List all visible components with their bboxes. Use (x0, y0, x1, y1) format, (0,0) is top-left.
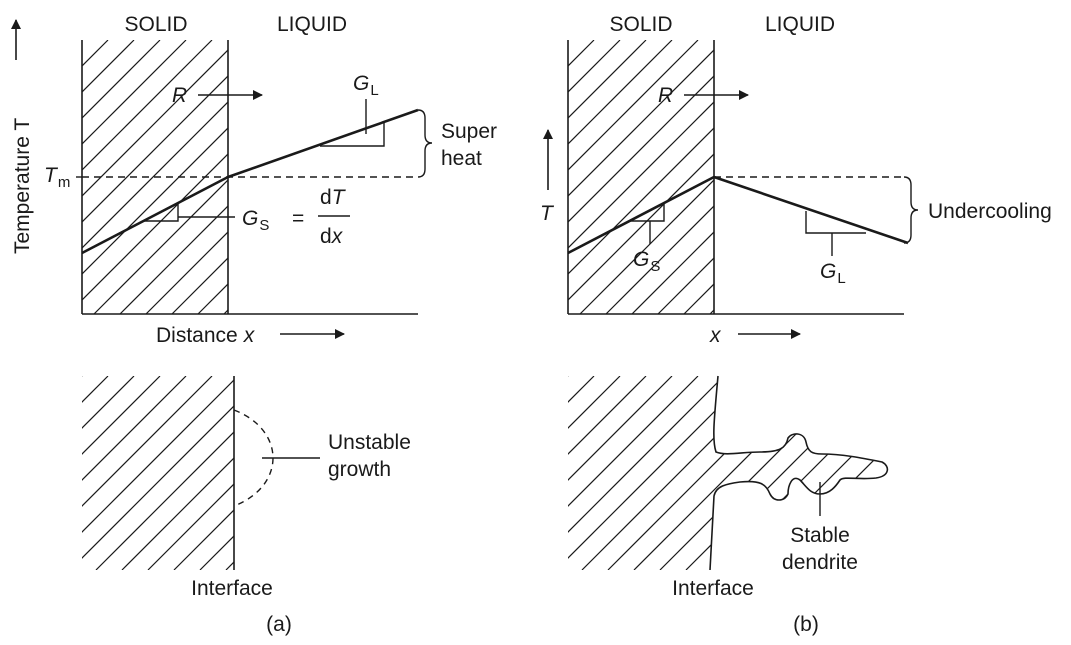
hatch-line (568, 376, 725, 570)
hatch-line (568, 75, 714, 223)
caption-b: (b) (793, 613, 819, 636)
liquid-temperature-line (227, 108, 419, 179)
unstable-label-line2: growth (328, 458, 391, 481)
solid-hatching (568, 376, 1071, 570)
hatch-line (568, 376, 621, 570)
undercooling-brace (903, 176, 919, 244)
hatch-line (82, 101, 228, 249)
solid-label: SOLID (609, 13, 672, 36)
superheat-brace (417, 109, 433, 178)
formula-denominator: dx (320, 225, 344, 248)
solid-hatching (82, 376, 234, 570)
dendrite-outline (709, 375, 889, 571)
hatch-line (82, 376, 187, 481)
hatch-line (581, 376, 777, 570)
hatch-line (145, 231, 228, 314)
hatch-line (147, 483, 234, 570)
solid-temperature-line (567, 175, 715, 255)
hatch-line (568, 49, 714, 197)
hatch-line (568, 40, 673, 145)
gl-slope-triangle (805, 211, 866, 234)
hatch-line (568, 376, 673, 570)
formula-numerator: dT (320, 186, 347, 209)
hatch-line (568, 40, 621, 93)
hatch-line (82, 376, 161, 455)
gs-equals: = (292, 207, 304, 230)
liquid-label: LIQUID (765, 13, 835, 36)
gs-slope-triangle (629, 202, 665, 222)
undercooling-label: Undercooling (928, 200, 1052, 223)
hatch-line (568, 127, 714, 275)
gs-label: GS (242, 207, 269, 234)
liquid-label: LIQUID (277, 13, 347, 36)
hatch-line (568, 376, 647, 570)
hatch-line (605, 205, 714, 314)
gl-label: GL (820, 260, 846, 287)
growth-rate-label: R (658, 84, 673, 107)
hatch-line (82, 405, 234, 559)
hatch-line (568, 153, 714, 301)
hatch-line (82, 40, 187, 145)
liquid-temperature-line (713, 175, 909, 245)
hatch-line (82, 376, 135, 429)
hatch-line (82, 376, 109, 403)
hatch-line (82, 379, 234, 533)
superheat-label-line1: Super (441, 120, 497, 143)
solid-label: SOLID (124, 13, 187, 36)
hatch-line (568, 101, 714, 249)
unstable-bulge (233, 409, 274, 507)
solid-hatching (568, 40, 714, 314)
tm-label: Tm (44, 164, 70, 191)
hatch-line (82, 376, 83, 377)
solid-temperature-line (81, 175, 229, 255)
unstable-label-line1: Unstable (328, 431, 411, 454)
hatch-line (82, 376, 213, 507)
hatch-line (568, 376, 595, 570)
gl-slope-triangle (320, 123, 385, 147)
hatch-line (171, 257, 228, 314)
hatch-line (173, 509, 234, 570)
hatch-line (82, 75, 228, 223)
hatch-line (82, 40, 213, 171)
y-axis-label: Temperature T (11, 118, 34, 254)
gs-label: GS (633, 248, 660, 275)
hatch-line (894, 376, 1071, 570)
hatch-line (121, 457, 234, 570)
hatch-line (657, 257, 714, 314)
hatch-line (568, 40, 699, 171)
hatch-line (93, 179, 228, 314)
gl-label: GL (353, 72, 379, 99)
stable-label-line2: dendrite (782, 551, 858, 574)
growth-rate-label: R (172, 84, 187, 107)
hatch-line (841, 376, 888, 570)
hatch-line (579, 179, 714, 314)
superheat-label-line2: heat (441, 147, 482, 170)
interface-label: Interface (672, 577, 754, 600)
x-axis-label: x (709, 324, 722, 347)
hatch-line (568, 376, 699, 570)
hatch-line (82, 40, 135, 93)
interface-label: Interface (191, 577, 273, 600)
hatch-line (568, 40, 647, 119)
stable-label-line1: Stable (790, 524, 850, 547)
gs-slope-triangle (143, 202, 179, 222)
caption-a: (a) (266, 613, 292, 636)
hatch-line (119, 205, 228, 314)
y-axis-label: T (540, 202, 555, 225)
hatch-line (568, 376, 751, 570)
hatch-line (95, 431, 234, 570)
hatch-line (199, 535, 234, 570)
hatch-line (631, 231, 714, 314)
hatch-line (568, 376, 569, 570)
hatch-line (867, 376, 888, 570)
hatch-line (82, 40, 161, 119)
hatch-line (607, 376, 803, 570)
